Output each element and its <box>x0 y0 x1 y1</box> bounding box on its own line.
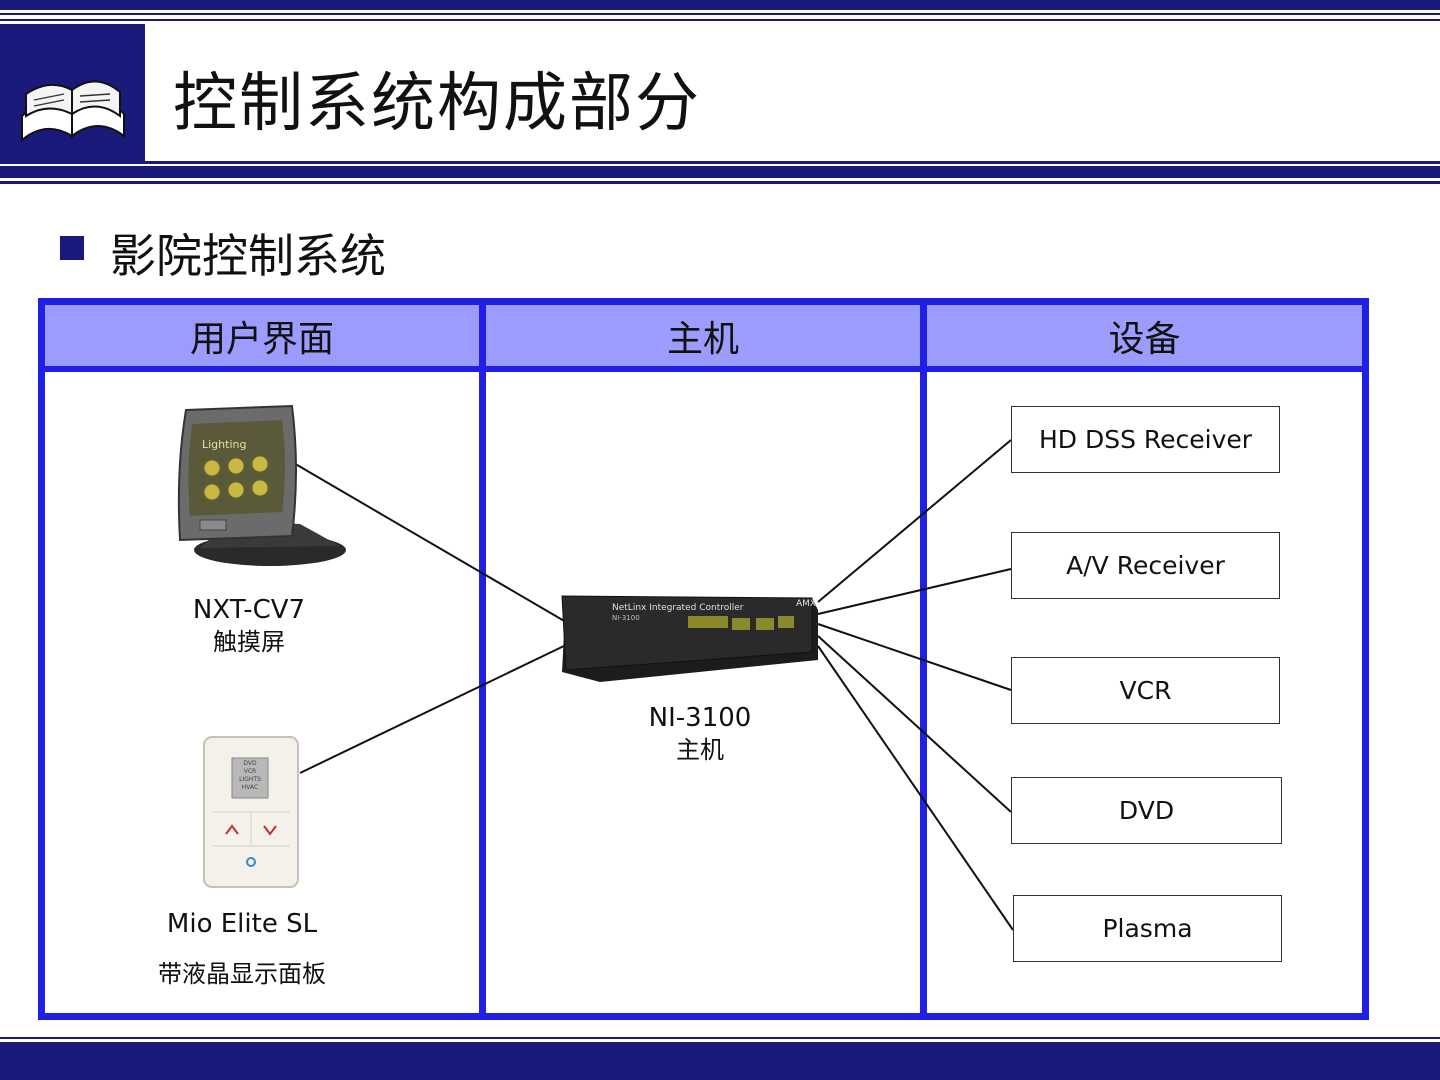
lcd-line: LIGHTS <box>239 776 261 783</box>
touch-panel-screen-text: Lighting <box>202 438 246 451</box>
controller-desc: 主机 <box>676 736 724 764</box>
controller-caption: NI-3100 主机 <box>600 702 800 766</box>
keypad-model: Mio Elite SL <box>166 909 318 939</box>
column-divider-2 <box>920 305 927 1013</box>
controller-image: NetLinx Integrated Controller NI-3100 AM… <box>561 595 818 682</box>
lcd-line: DVD <box>243 760 257 767</box>
lcd-line: VCR <box>243 768 257 775</box>
device-box-dvd: DVD <box>1011 777 1282 844</box>
controller-panel-sub: NI-3100 <box>612 614 640 622</box>
top-band <box>0 0 1440 10</box>
header-band <box>0 166 1440 178</box>
touch-panel-model: NXT-CV7 <box>192 595 306 625</box>
bottom-line <box>0 1037 1440 1039</box>
link-vcr <box>817 623 1012 691</box>
column-header-ui: 用户界面 <box>45 305 479 367</box>
link-plasma <box>817 645 1014 931</box>
keypad-desc: 带液晶显示面板 <box>158 960 326 988</box>
device-box-vcr: VCR <box>1011 657 1280 724</box>
controller-brand: AMX <box>796 599 816 609</box>
device-box-plasma: Plasma <box>1013 895 1282 962</box>
link-keypad <box>299 644 567 774</box>
link-av-receiver <box>817 568 1012 615</box>
column-header-devices: 设备 <box>927 305 1362 367</box>
column-divider-1 <box>479 305 486 1013</box>
header-line <box>0 161 1440 164</box>
open-book-icon <box>21 80 125 143</box>
header-icon-box <box>0 24 145 161</box>
column-header-host: 主机 <box>486 305 920 367</box>
top-line-2 <box>0 19 1440 21</box>
link-hd-dss <box>817 439 1012 603</box>
link-touch-panel <box>291 461 567 623</box>
keypad-caption: Mio Elite SL 带液晶显示面板 <box>122 908 362 990</box>
page-title: 控制系统构成部分 <box>173 67 701 141</box>
header-line-2 <box>0 181 1440 184</box>
lcd-line: HVAC <box>241 784 259 791</box>
controller-model: NI-3100 <box>648 703 752 733</box>
bullet-square <box>60 236 84 260</box>
device-box-av-receiver: A/V Receiver <box>1011 532 1280 599</box>
link-dvd <box>817 635 1012 813</box>
controller-panel-text: NetLinx Integrated Controller <box>612 603 744 613</box>
touch-panel-desc: 触摸屏 <box>213 628 285 656</box>
device-box-hd-dss-receiver: HD DSS Receiver <box>1011 406 1280 473</box>
touch-panel-caption: NXT-CV7 触摸屏 <box>149 594 349 658</box>
touch-panel-image: Lighting <box>177 404 346 566</box>
top-line <box>0 13 1440 15</box>
keypad-lcd: DVD VCR LIGHTS HVAC <box>232 760 268 792</box>
section-title: 影院控制系统 <box>110 229 386 283</box>
bottom-band <box>0 1042 1440 1080</box>
header-divider <box>45 366 1362 372</box>
keypad-image <box>203 736 299 888</box>
